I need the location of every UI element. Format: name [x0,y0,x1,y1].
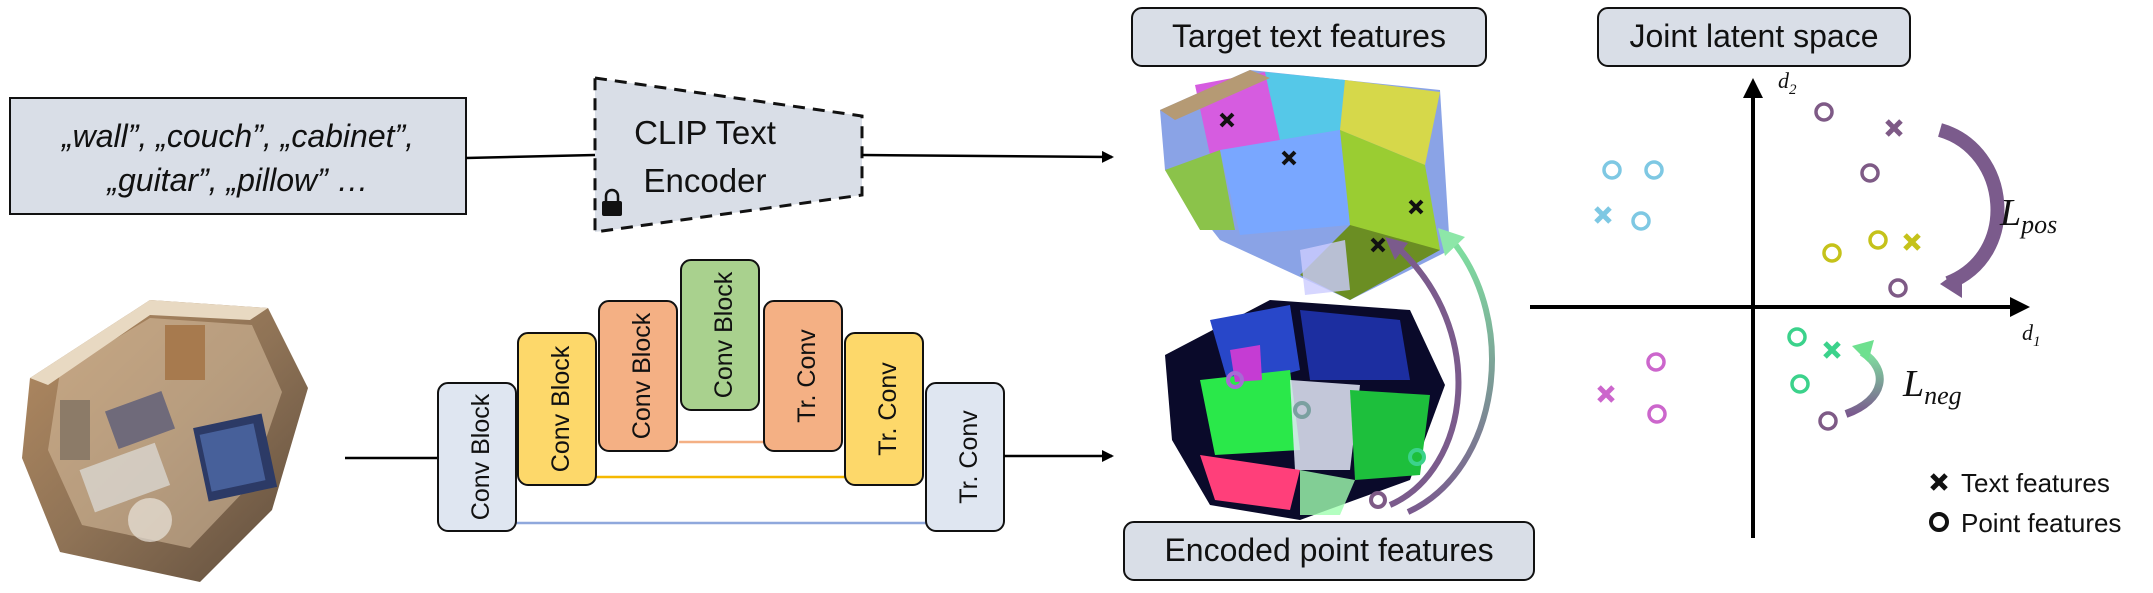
unet-block-3-label: Conv Block [628,312,656,439]
latent-space-title: Joint latent space [1629,18,1878,54]
point-feature [1646,352,1666,372]
lneg-arrow-head [1852,340,1874,362]
lock-icon [602,188,622,216]
point-feature [1822,243,1842,263]
text-feature-marker [1408,199,1424,215]
point-feature [1860,163,1880,183]
target-text-features-label: Target text features [1131,7,1487,67]
unet-block-4-label: Conv Block [710,271,738,398]
unet-block-1: Conv Block [437,382,517,532]
input-words-line2: „guitar”, „pillow” … [105,162,368,198]
connector-words-to-clip [465,153,596,160]
legend-text-label: Text features [1961,468,2110,498]
text-feature-marker [1370,237,1386,253]
unet-block-1-label: Conv Block [467,393,495,520]
encoded-point-features-label: Encoded point features [1123,521,1535,581]
unet-block-3: Conv Block [598,300,678,452]
lpos-arrow [1937,123,2005,290]
svg-text:Target text features: Target text features [1172,18,1446,54]
axis-y-label: d2 [1778,68,1797,98]
curved-arrow-green [1406,236,1495,515]
point-feature [1644,160,1664,180]
arrow-clip-to-target [861,150,1114,163]
lpos-label: Lpos [1999,192,2057,239]
text-feature-marker [1219,112,1235,128]
legend-point-label: Point features [1961,508,2121,538]
unet-block-2-label: Conv Block [547,345,575,472]
point-feature [1787,327,1807,347]
point-feature [1631,211,1651,231]
legend: Text features Point features [1929,468,2121,538]
point-feature [1647,404,1667,424]
point-feature [1814,102,1834,122]
unet-block-6: Tr. Conv [844,332,924,486]
clip-text-encoder: CLIP Text Encoder [593,76,864,234]
curved-arrow-purple-head [1385,237,1408,260]
input-words-box: „wall”, „couch”, „cabinet”, „guitar”, „p… [9,97,467,215]
axis-x-label: d1 [2022,320,2041,350]
point-feature-marker [1293,401,1311,419]
curved-arrow-purple [1388,242,1462,508]
text-feature [1823,341,1841,359]
lneg-arrow [1844,348,1884,418]
clip-encoder-line2: Encoder [644,162,767,199]
text-feature-marker [1281,150,1297,166]
point-feature [1790,374,1810,394]
input-scene-pointcloud [22,300,308,582]
point-feature [1888,278,1908,298]
unet-block-7: Tr. Conv [925,382,1005,532]
point-feature-marker [1408,448,1426,466]
joint-latent-space: Joint latent space d2 d1 Lpos [1530,7,2121,538]
latent-space-title-box [1597,7,1911,67]
unet-block-5-label: Tr. Conv [793,329,821,423]
text-feature [1903,233,1921,251]
unet-block-5: Tr. Conv [763,300,843,452]
legend-point-icon [1929,512,1949,532]
text-feature [1594,206,1612,224]
text-feature [1885,119,1903,137]
unet-block-4: Conv Block [680,259,760,411]
input-words-line1: „wall”, „couch”, „cabinet”, [60,118,414,154]
unet-block-7-label: Tr. Conv [955,410,983,504]
lpos-arrow-head [1940,268,1962,298]
point-feature-marker [1226,371,1244,389]
unet-block-6-label: Tr. Conv [874,362,902,456]
lneg-label: Lneg [1902,363,1962,410]
legend-text-icon [1930,473,1948,491]
target-text-features-scene [1160,70,1450,300]
svg-text:Encoded point features: Encoded point features [1164,532,1493,568]
point-feature [1602,160,1622,180]
unet-block-2: Conv Block [517,332,597,486]
point-feature-marker [1369,491,1387,509]
clip-encoder-line1: CLIP Text [634,114,776,151]
point-feature [1818,411,1838,431]
text-feature [1597,385,1615,403]
encoded-point-features-scene [1165,300,1445,520]
point-feature [1868,230,1888,250]
curved-arrow-green-head [1438,228,1465,256]
